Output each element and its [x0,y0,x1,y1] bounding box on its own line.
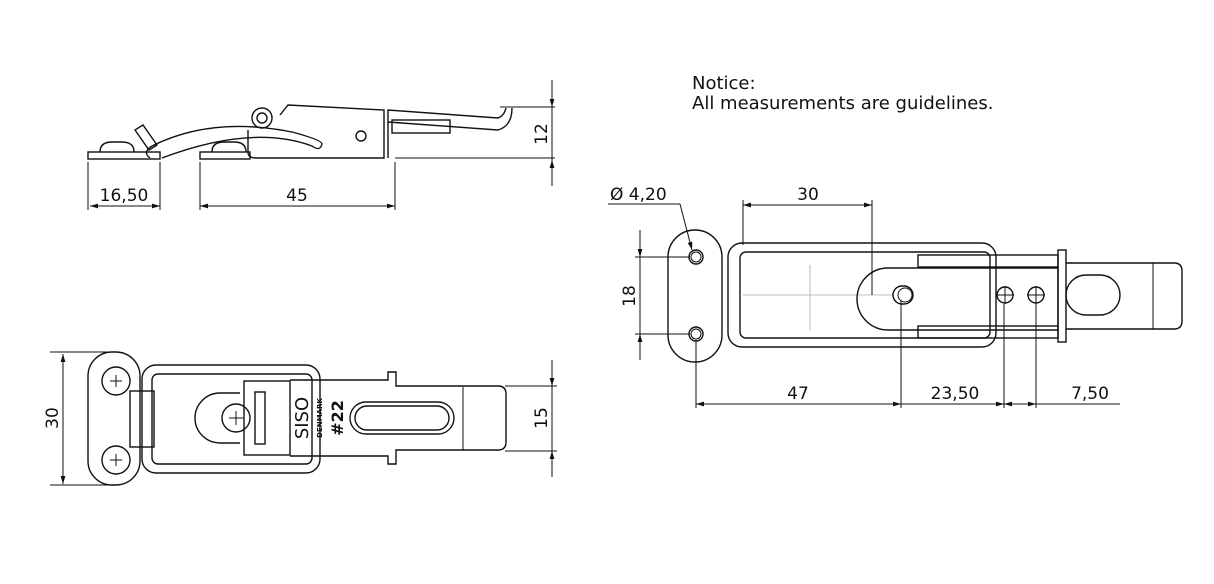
dim-hole-to-hole: 7,50 [1071,384,1109,404]
notice-body: All measurements are guidelines. [692,93,994,114]
dim-hole-spacing: 18 [620,285,640,307]
screw-cross-icon [110,454,122,466]
dim-plate-width: 30 [43,407,63,429]
country-marking: DENMARK [316,398,324,438]
notice-title: Notice: [692,73,756,94]
screw-cross-icon [229,411,243,425]
dim-left-offset: 16,50 [100,186,149,206]
dim-height: 12 [532,123,552,145]
notice-block: Notice: All measurements are guidelines. [692,74,993,114]
brand-marking: SISO [292,397,313,439]
screw-head [211,141,247,153]
dim-body-length: 30 [797,185,819,205]
dim-to-pivot: 47 [787,384,809,404]
dim-base-length: 45 [286,186,308,206]
model-marking: #22 [328,400,347,436]
hole-view: Ø 4,20 30 18 47 23,50 7,50 [608,185,1183,408]
side-view: 16,50 45 12 [87,80,555,210]
dim-lever-width: 15 [532,407,552,429]
dim-hole-diameter: Ø 4,20 [610,185,667,205]
screw-cross-icon [110,375,122,387]
dim-pivot-to-hole: 23,50 [931,384,980,404]
screw-head [99,141,135,153]
top-view: SISO DENMARK #22 30 15 [43,351,557,486]
